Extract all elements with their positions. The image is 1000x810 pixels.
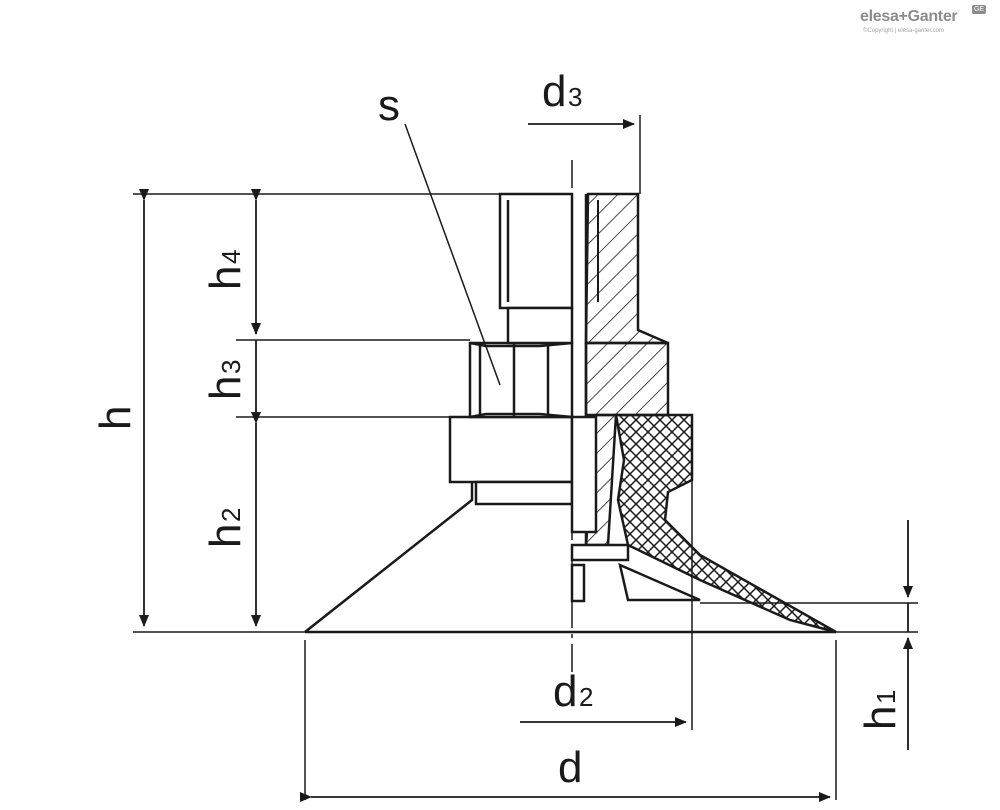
brand-logo: elesa+Ganter ©Copyright | elesa-ganter.c… [860,5,990,40]
svg-text:3: 3 [216,360,246,374]
svg-text:1: 1 [871,690,901,704]
svg-text:4: 4 [216,250,246,264]
svg-text:h: h [201,266,250,290]
brand-name: elesa+Ganter [860,8,958,25]
label-d2: d 2 [553,667,593,716]
dimension-lines [139,119,913,802]
label-h: h [91,406,140,430]
svg-text:h: h [856,706,905,730]
label-h4: h 4 [201,250,250,290]
svg-text:h: h [201,376,250,400]
label-d3: d 3 [542,67,582,116]
threaded-stud [498,192,574,345]
svg-text:3: 3 [568,82,582,112]
label-h2: h 2 [201,508,250,548]
label-h1: h 1 [856,690,905,730]
svg-text:2: 2 [216,508,246,522]
label-d: d [558,743,582,792]
svg-text:d: d [542,67,566,116]
svg-text:d: d [553,667,577,716]
brand-copyright: ©Copyright | elesa-ganter.com [863,28,945,34]
threaded-stud-section [584,192,669,560]
s-leader-line [404,123,501,386]
svg-text:h: h [201,524,250,548]
extension-lines [133,115,918,800]
label-s: s [378,81,400,130]
brand-badge: GE [972,5,986,14]
svg-text:2: 2 [579,682,593,712]
label-h3: h 3 [201,360,250,400]
hex-nut-section [584,341,670,417]
hex-nut [468,341,574,419]
rubber-cup-section [570,413,837,634]
